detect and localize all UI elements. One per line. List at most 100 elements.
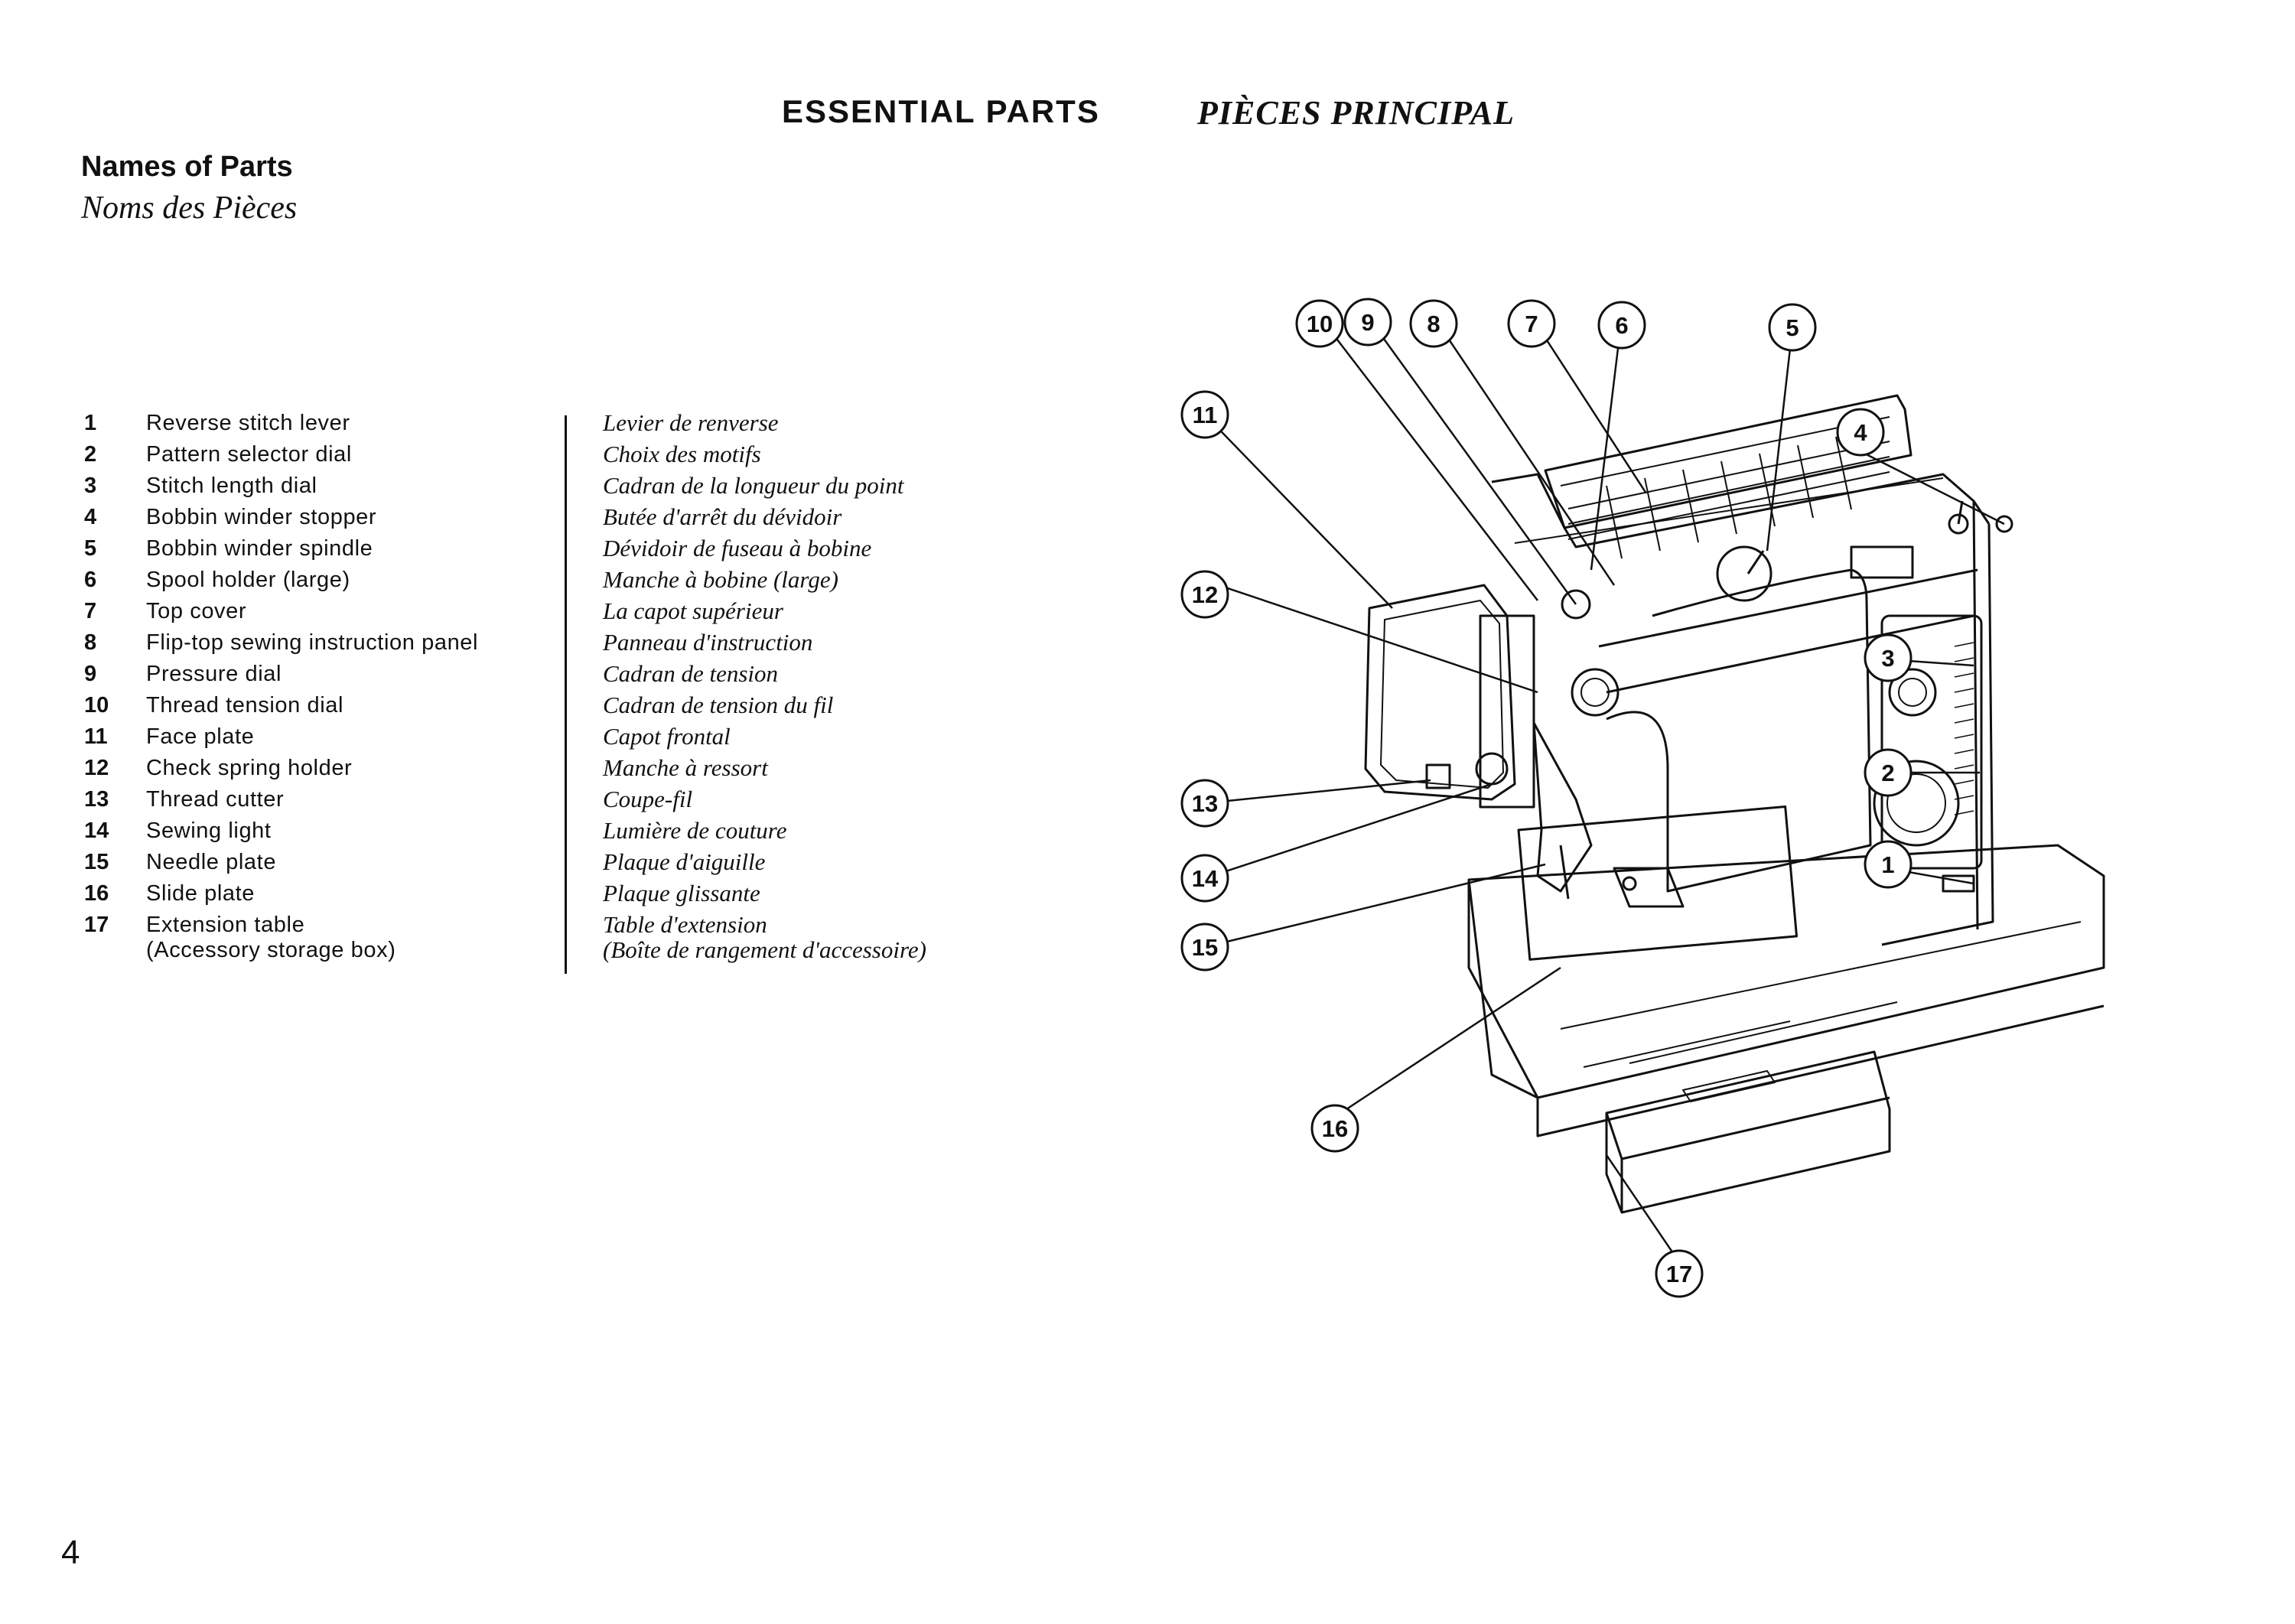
- part-name-english: (Accessory storage box): [146, 938, 396, 962]
- spool-holder: [1716, 545, 1773, 602]
- part-name-english: Reverse stitch lever: [146, 411, 350, 435]
- sewing-machine-drawing: [1364, 394, 2105, 1214]
- page-number: 4: [61, 1534, 80, 1571]
- face-plate: [1364, 584, 1516, 801]
- callout-circle: [1180, 854, 1229, 903]
- part-name-english: Thread tension dial: [146, 693, 344, 718]
- leader-line: [1530, 316, 1648, 494]
- leader-line: [1605, 1154, 1681, 1263]
- part-number: 14: [84, 819, 109, 843]
- part-name-french: Capot frontal: [603, 723, 731, 750]
- callout-circle: [1180, 779, 1229, 828]
- part-name-french: Plaque d'aiguille: [603, 848, 766, 875]
- callout-label: 10: [1307, 311, 1333, 337]
- part-name-french: Coupe-fil: [603, 786, 693, 812]
- part-name-english: Top cover: [146, 599, 247, 623]
- needle-plate: [1613, 867, 1685, 908]
- part-name-english: Needle plate: [146, 850, 277, 874]
- part-name-english: Face plate: [146, 724, 255, 749]
- callout-label: 5: [1786, 314, 1799, 341]
- leader-line: [1204, 779, 1431, 805]
- column-divider: [565, 415, 567, 974]
- leader-line: [1204, 783, 1493, 880]
- part-name-french: Manche à ressort: [603, 754, 768, 781]
- callout-circle: [1180, 390, 1229, 439]
- needle-bar-housing: [1479, 614, 1535, 809]
- needle-area: [1532, 721, 1593, 893]
- part-number: 1: [84, 411, 97, 435]
- thread-cutter: [1425, 763, 1451, 789]
- callout-label: 14: [1192, 865, 1219, 892]
- top-cover: [1544, 394, 1912, 529]
- callout-circle: [1864, 748, 1912, 797]
- callout-label: 12: [1192, 581, 1218, 608]
- callout-circle: [1180, 923, 1229, 971]
- callout-label: 17: [1666, 1261, 1692, 1287]
- callout-label: 15: [1192, 934, 1218, 961]
- part-number: 12: [84, 756, 109, 780]
- part-name-french: Cadran de tension du fil: [603, 692, 834, 718]
- scale-marks: [1954, 642, 1974, 815]
- callout-label: 6: [1615, 312, 1628, 339]
- machine-body-right: [1881, 523, 1994, 946]
- callout-circle: [1409, 299, 1458, 348]
- arm-top-edge: [1598, 568, 1978, 648]
- part-number: 8: [84, 630, 97, 655]
- part-name-french: Table d'extension: [603, 911, 767, 938]
- part-name-french: Lumière de couture: [603, 817, 787, 844]
- callout-label: 11: [1193, 402, 1218, 428]
- part-name-english: Slide plate: [146, 881, 256, 906]
- instruction-panel-grid: [1567, 436, 1890, 559]
- part-number: 17: [84, 913, 109, 937]
- part-name-english: Extension table: [146, 913, 305, 937]
- callout-circle: [1768, 303, 1817, 352]
- leader-line: [1334, 966, 1561, 1118]
- part-name-french: Cadran de la longueur du point: [603, 472, 904, 499]
- section-title-french: Noms des Pièces: [81, 190, 298, 226]
- part-number: 6: [84, 568, 97, 592]
- bobbin-winder-spindle: [1948, 513, 1969, 535]
- part-name-french: Choix des motifs: [603, 441, 761, 467]
- leader-line: [1319, 316, 1538, 601]
- part-name-english: Pressure dial: [146, 662, 282, 686]
- part-name-english: Bobbin winder stopper: [146, 505, 377, 529]
- part-number: 5: [84, 536, 97, 561]
- callout-circle: [1180, 570, 1229, 619]
- part-number: 11: [84, 724, 108, 749]
- callout-label: 9: [1361, 309, 1374, 336]
- heading-english: ESSENTIAL PARTS: [782, 93, 1100, 129]
- part-name-english: Check spring holder: [146, 756, 353, 780]
- bobbin-winder-stopper: [1995, 515, 2013, 533]
- callout-label: 2: [1881, 760, 1894, 786]
- part-name-french: Plaque glissante: [603, 880, 760, 906]
- part-name-french: Levier de renverse: [603, 409, 779, 436]
- part-name-french: Panneau d'instruction: [603, 629, 813, 656]
- pattern-selector-knob: [1873, 760, 1960, 847]
- part-name-english: Thread cutter: [146, 787, 285, 812]
- part-number: 9: [84, 662, 97, 686]
- part-number: 10: [84, 693, 109, 718]
- callout-label: 1: [1881, 851, 1894, 878]
- leader-line: [1204, 863, 1546, 949]
- part-name-french: (Boîte de rangement d'accessoire): [603, 936, 926, 963]
- leader-line: [1366, 316, 1577, 605]
- callout-label: 3: [1881, 645, 1894, 672]
- callout-circle: [1507, 299, 1556, 348]
- heading-french: PIÈCES PRINCIPAL: [1197, 94, 1515, 132]
- callout-labels: 1 2 3 4 5 6 7 8 9 10 11 12 13 14 15 16 1…: [1192, 309, 1895, 1287]
- leader-line: [1432, 316, 1616, 586]
- part-name-english: Stitch length dial: [146, 474, 317, 498]
- part-name-english: Bobbin winder spindle: [146, 536, 373, 561]
- leader-line: [1590, 316, 1623, 571]
- part-name-english: Sewing light: [146, 819, 272, 843]
- dial-panel: [1880, 614, 1983, 870]
- callout-circles: [1180, 298, 1912, 1298]
- part-name-french: Cadran de tension: [603, 660, 779, 687]
- part-number: 3: [84, 474, 97, 498]
- callout-circle: [1655, 1249, 1704, 1298]
- callout-circle: [1864, 633, 1912, 682]
- part-name-french: Manche à bobine (large): [603, 566, 838, 593]
- machine-base: [1467, 844, 2105, 1099]
- callout-label: 8: [1427, 311, 1440, 337]
- extension-table: [1517, 805, 1798, 961]
